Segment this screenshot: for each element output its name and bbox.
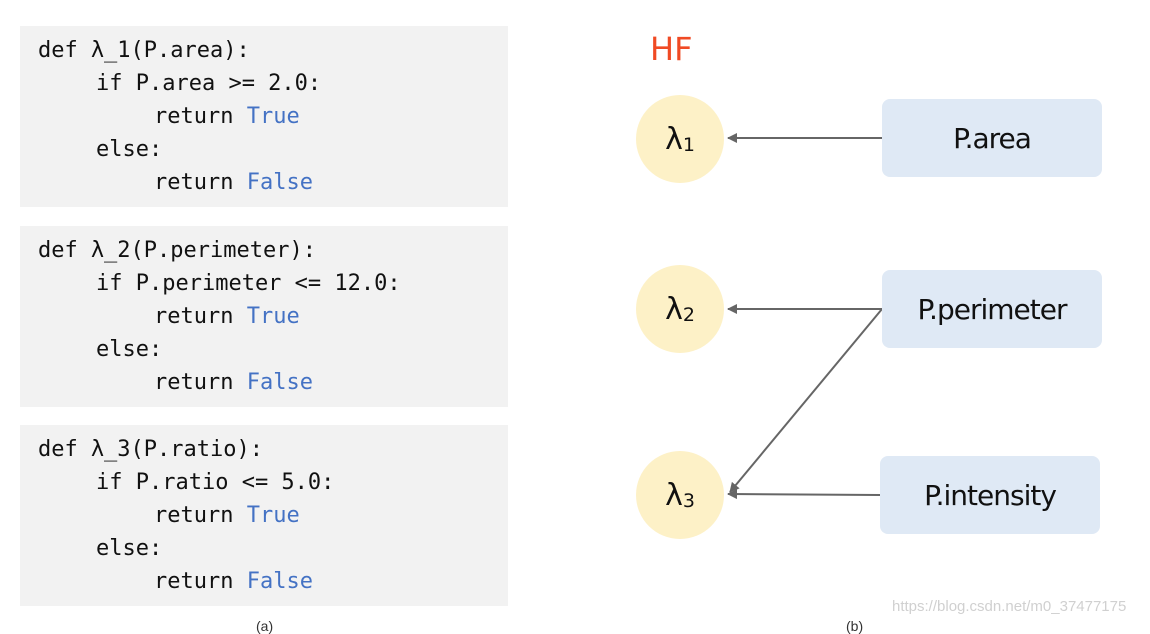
code-return-false-line: return False <box>154 565 313 598</box>
code-return-false-line: return False <box>154 366 313 399</box>
code-return-true-line: return True <box>154 100 300 133</box>
property-intensity-box: P.intensity <box>880 456 1100 534</box>
lambda-symbol: λ <box>665 291 683 327</box>
code-return-true-line: return True <box>154 499 300 532</box>
code-if-line: if P.ratio <= 5.0: <box>96 470 335 495</box>
code-block-lambda-3: def λ_3(P.ratio): if P.ratio <= 5.0: ret… <box>20 425 508 606</box>
watermark: https://blog.csdn.net/m0_37477175 <box>892 598 1127 615</box>
return-keyword: return <box>154 503 234 528</box>
code-else-line: else: <box>96 137 163 162</box>
lambda-subscript: 1 <box>682 134 695 156</box>
def-keyword: def <box>38 238 78 263</box>
caption-right: (b) <box>846 618 864 634</box>
lambda-symbol: λ <box>91 437 105 462</box>
function-signature: _2(P.perimeter): <box>104 238 316 263</box>
property-perimeter-box: P.perimeter <box>882 270 1102 348</box>
false-value: False <box>246 569 313 594</box>
code-return-false-line: return False <box>154 166 313 199</box>
lambda-symbol: λ <box>665 121 683 157</box>
def-keyword: def <box>38 38 78 63</box>
true-value: True <box>246 503 300 528</box>
lambda-subscript: 3 <box>682 490 695 512</box>
lambda-symbol: λ <box>91 238 105 263</box>
false-value: False <box>246 370 313 395</box>
lambda-subscript: 2 <box>682 304 695 326</box>
function-signature: _1(P.area): <box>104 38 250 63</box>
code-if-line: if P.area >= 2.0: <box>96 71 322 96</box>
code-else-line: else: <box>96 337 163 362</box>
return-keyword: return <box>154 569 234 594</box>
property-area-box: P.area <box>882 99 1102 177</box>
false-value: False <box>246 170 313 195</box>
true-value: True <box>246 104 300 129</box>
return-keyword: return <box>154 304 234 329</box>
code-if-line: if P.perimeter <= 12.0: <box>96 271 401 296</box>
def-keyword: def <box>38 437 78 462</box>
edge-intensity-to-lambda-3 <box>727 489 881 500</box>
code-block-lambda-2: def λ_2(P.perimeter): if P.perimeter <= … <box>20 226 508 407</box>
true-value: True <box>246 304 300 329</box>
caption-left: (a) <box>256 618 274 634</box>
hf-title: HF <box>650 30 693 68</box>
code-def-line: def λ_3(P.ratio): <box>38 433 263 466</box>
code-block-lambda-1: def λ_1(P.area): if P.area >= 2.0: retur… <box>20 26 508 207</box>
return-keyword: return <box>154 370 234 395</box>
code-return-true-line: return True <box>154 300 300 333</box>
function-signature: _3(P.ratio): <box>104 437 263 462</box>
lambda-symbol: λ <box>91 38 105 63</box>
return-keyword: return <box>154 104 234 129</box>
code-else-line: else: <box>96 536 163 561</box>
lambda-symbol: λ <box>665 477 683 513</box>
code-def-line: def λ_1(P.area): <box>38 34 250 67</box>
edge-perimeter-to-lambda-3 <box>729 308 883 493</box>
return-keyword: return <box>154 170 234 195</box>
code-def-line: def λ_2(P.perimeter): <box>38 234 316 267</box>
